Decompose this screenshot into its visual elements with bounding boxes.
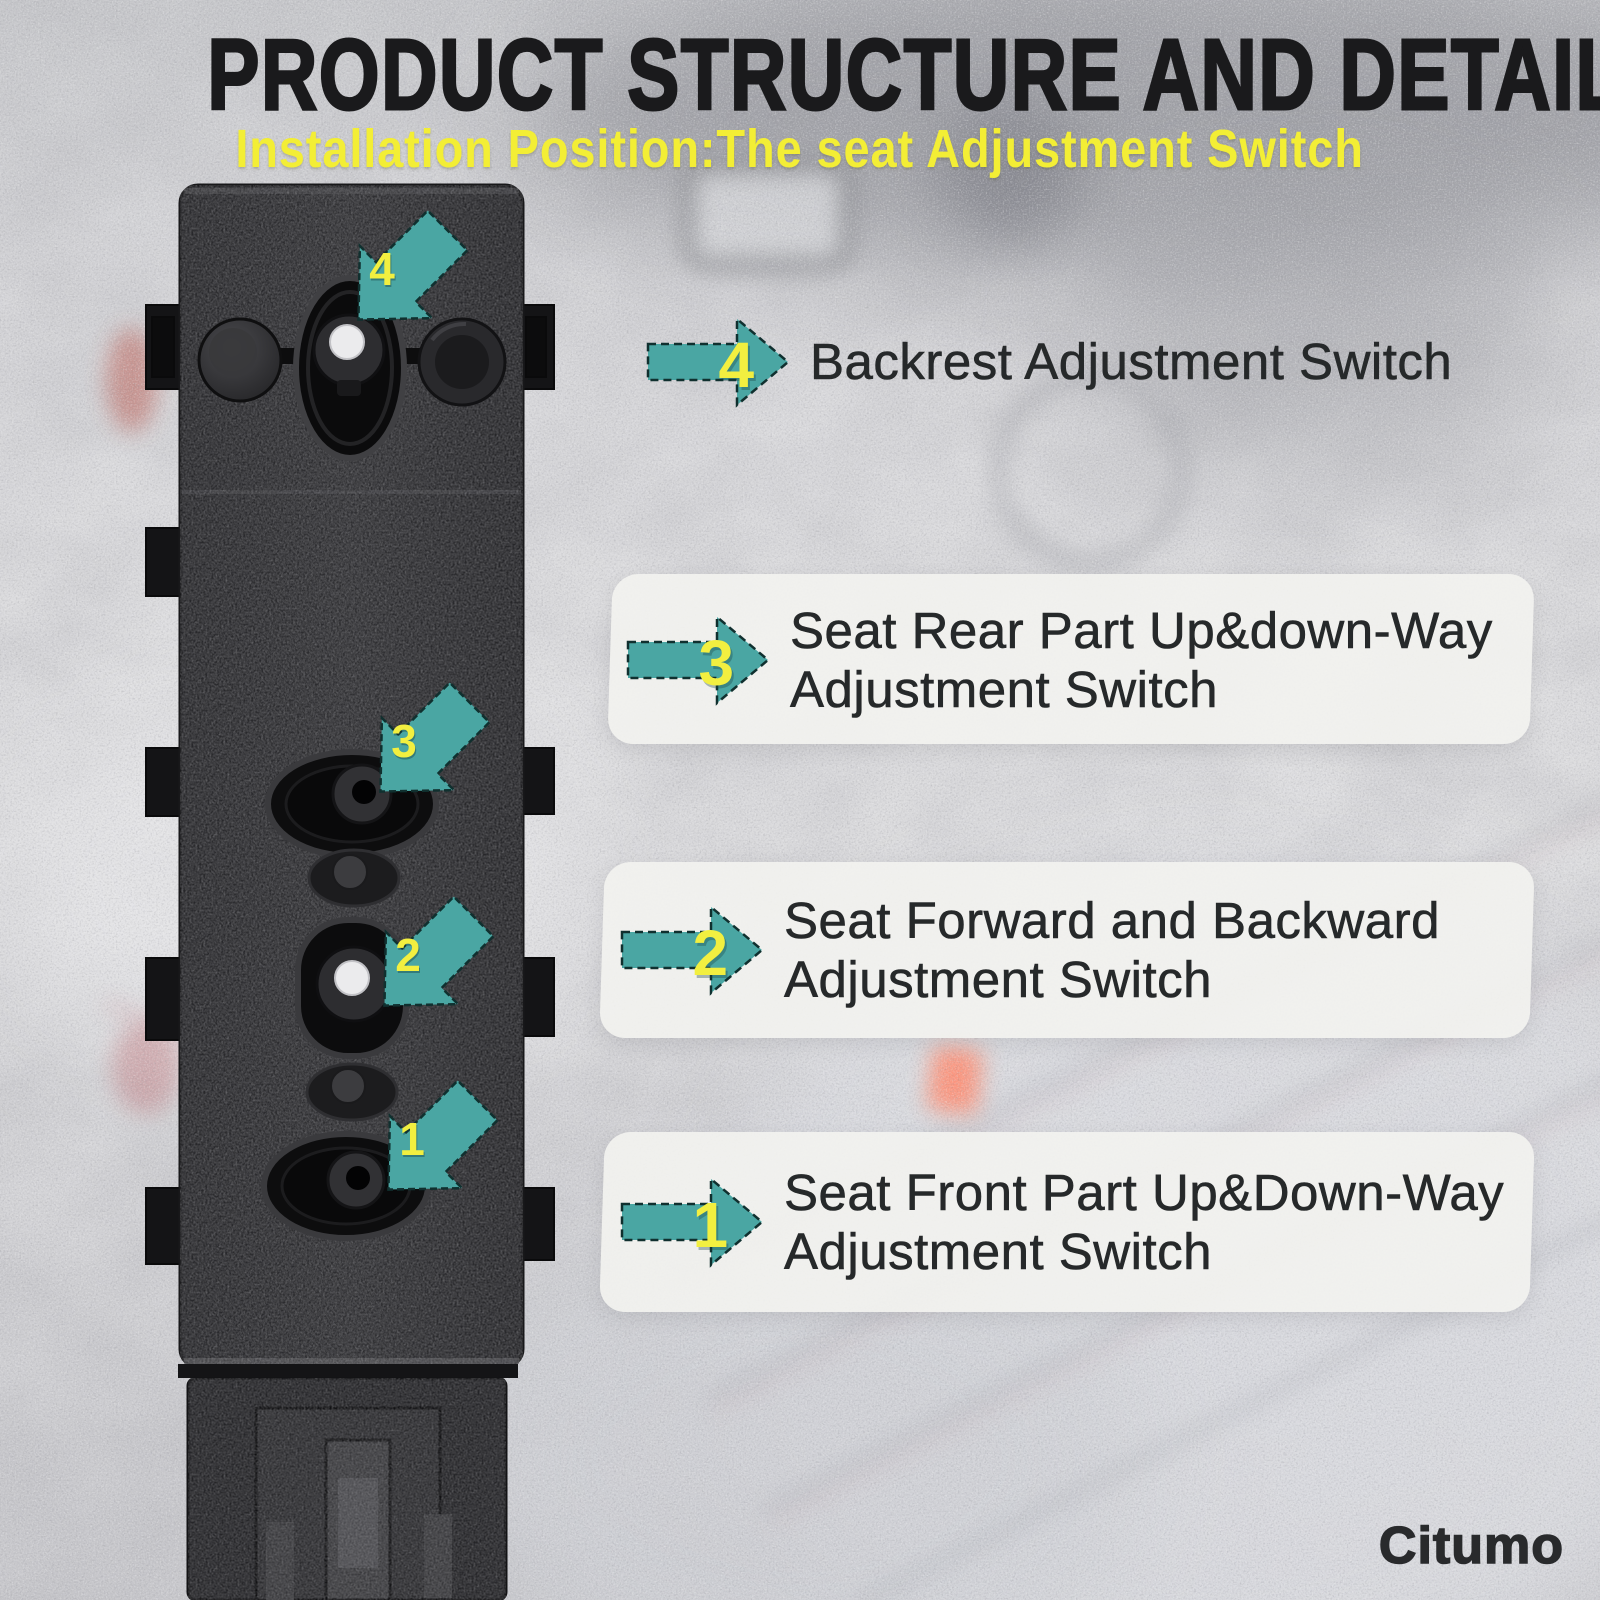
product-marker-2: 2: [354, 886, 504, 1036]
product-marker-4: 4: [328, 200, 478, 350]
brand-logo: Citumo: [1378, 1516, 1564, 1576]
callout-text: Seat Front Part Up&Down-Way Adjustment S…: [784, 1163, 1504, 1281]
backrest-knob-assembly: [197, 275, 507, 461]
marker-number: 3: [391, 715, 417, 767]
product-marker-3: 3: [350, 672, 500, 822]
callout-text: Seat Rear Part Up&down-Way Adjustment Sw…: [790, 601, 1493, 719]
callout-arrow-icon: 4: [642, 312, 794, 412]
page-subtitle: Installation Position:The seat Adjustmen…: [235, 119, 1365, 179]
marker-number: 2: [395, 929, 421, 981]
marker-number: 4: [369, 243, 395, 295]
connector-housing: [178, 1364, 518, 1600]
callout-arrow-icon: 2: [616, 900, 768, 1000]
callout-line: Seat Forward and Backward: [784, 891, 1440, 950]
callout-number: 3: [698, 627, 735, 699]
callout-line: Adjustment Switch: [784, 951, 1213, 1009]
callout-line: Backrest Adjustment Switch: [810, 333, 1453, 391]
callout-row-3: 3 Seat Rear Part Up&down-Way Adjustment …: [622, 592, 1493, 728]
callout-number: 4: [718, 329, 755, 401]
callout-text: Seat Forward and Backward Adjustment Swi…: [784, 891, 1440, 1009]
white-pin: [334, 960, 370, 996]
callout-line: Seat Rear Part Up&down-Way: [790, 601, 1493, 660]
callout-arrow-icon: 3: [622, 610, 774, 710]
callout-text: Backrest Adjustment Switch: [810, 332, 1452, 391]
callout-number: 1: [692, 1189, 729, 1261]
marker-arrow-icon: [387, 1078, 500, 1191]
callout-arrow-icon: 1: [616, 1172, 768, 1272]
callout-line: Adjustment Switch: [784, 1223, 1213, 1281]
page-title: PRODUCT STRUCTURE AND DETAILS: [206, 18, 1600, 133]
marker-arrow-icon: [357, 208, 470, 321]
callout-row-2: 2 Seat Forward and Backward Adjustment S…: [616, 880, 1440, 1020]
callout-number: 2: [692, 917, 729, 989]
white-pin: [329, 324, 365, 360]
callout-line: Adjustment Switch: [790, 661, 1219, 719]
marker-number: 1: [399, 1113, 425, 1165]
middle-switch-assembly: [261, 749, 439, 1241]
callout-line: Seat Front Part Up&Down-Way: [784, 1163, 1505, 1222]
product-marker-1: 1: [358, 1070, 508, 1220]
marker-arrow-icon: [379, 680, 492, 793]
callout-row-4: 4 Backrest Adjustment Switch: [642, 312, 1452, 412]
marker-arrow-icon: [383, 894, 496, 1007]
mounting-tabs: [145, 304, 555, 1265]
product-photo-switch-module: [145, 183, 555, 1600]
callout-row-1: 1 Seat Front Part Up&Down-Way Adjustment…: [616, 1152, 1504, 1292]
